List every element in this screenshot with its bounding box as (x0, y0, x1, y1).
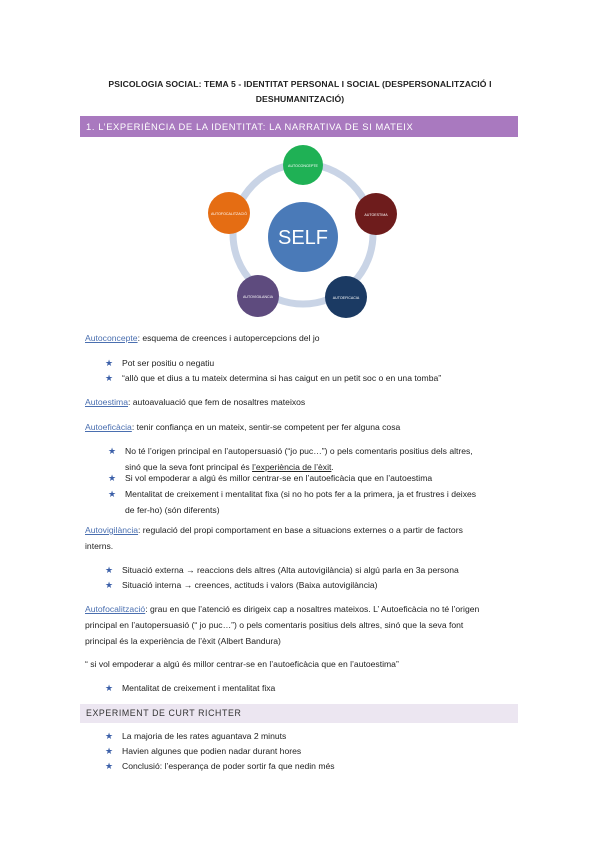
list-item: ★ No té l’origen principal en l’autopers… (108, 443, 520, 475)
autofocalitzacio-paragraph: Autofocalització: grau en que l’atenció … (85, 604, 480, 646)
star-bullet-icon: ★ (105, 565, 114, 575)
star-bullet-icon: ★ (105, 761, 114, 771)
star-bullet-icon: ★ (108, 446, 117, 456)
section-heading-1: 1. L’EXPERIÈNCIA DE LA IDENTITAT: LA NAR… (80, 116, 518, 137)
node-autoeficacia (325, 276, 367, 318)
node-autovigilancia-label: AUTOVIGILANCIA (243, 295, 274, 299)
node-autofocalitzacio (208, 192, 250, 234)
node-autofocalitzacio-label: AUTOFOCALITZACIÓ (211, 211, 247, 216)
star-bullet-icon: ★ (105, 373, 114, 383)
self-diagram: SELF AUTOCONCEPTE AUTOESTIMA AUTOEFICACI… (208, 145, 397, 318)
autovigilancia-paragraph: Autovigilància: regulació del propi comp… (85, 525, 463, 551)
node-autovigilancia (237, 275, 279, 317)
quote-paragraph: “ si vol empoderar a algú és millor cent… (85, 659, 399, 669)
star-bullet-icon: ★ (105, 358, 114, 368)
experiencia-exit-text: l’experiència de l’èxit (252, 462, 332, 472)
node-autoeficacia-label: AUTOEFICACIA (333, 296, 360, 300)
list-item: ★ Havien algunes que podien nadar durant… (105, 743, 505, 759)
document-title-line2: DESHUMANITZACIÓ) (255, 94, 345, 104)
autoeficacia-paragraph: Autoeficàcia: tenir confiança en un mate… (85, 419, 515, 435)
autovigilancia-term: Autovigilància (85, 525, 139, 535)
list-item: ★ Situació interna → creences, actituds … (105, 577, 520, 593)
node-autoconcepte-label: AUTOCONCEPTE (288, 164, 318, 168)
list-item: ★ Conclusió: l’esperança de poder sortir… (105, 758, 505, 774)
list-item: ★ La majoria de les rates aguantava 2 mi… (105, 728, 505, 744)
node-autoestima (355, 193, 397, 235)
node-autoestima-label: AUTOESTIMA (364, 213, 388, 217)
diagram-center-circle (268, 202, 338, 272)
autoconcepte-term: Autoconcepte (85, 333, 138, 343)
autoconcepte-definition: : esquema de creences i autopercepcions … (137, 333, 320, 343)
star-bullet-icon: ★ (105, 580, 114, 590)
star-bullet-icon: ★ (108, 473, 117, 483)
document-title-line1: PSICOLOGIA SOCIAL: TEMA 5 - IDENTITAT PE… (108, 79, 492, 89)
star-bullet-icon: ★ (105, 683, 114, 693)
autoestima-definition: : autoavaluació que fem de nosaltres mat… (128, 397, 306, 407)
list-item: ★ Mentalitat de creixement i mentalitat … (105, 680, 505, 696)
section-heading-2: EXPERIMENT DE CURT RICHTER (80, 704, 518, 723)
list-item: ★ Pot ser positiu o negatiu (105, 355, 505, 371)
node-autoconcepte (283, 145, 323, 185)
star-bullet-icon: ★ (108, 489, 117, 499)
list-item: ★ Situació externa → reaccions dels altr… (105, 562, 520, 578)
autoestima-term: Autoestima (85, 397, 128, 407)
autoestima-paragraph: Autoestima: autoavaluació que fem de nos… (85, 394, 515, 410)
autofocalitzacio-term: Autofocalització (85, 604, 146, 614)
autoeficacia-term: Autoeficàcia (85, 422, 132, 432)
star-bullet-icon: ★ (105, 731, 114, 741)
star-bullet-icon: ★ (105, 746, 114, 756)
diagram-center-label: SELF (278, 227, 328, 249)
list-item: ★ Si vol empoderar a algú és millor cent… (108, 470, 520, 486)
autoconcepte-paragraph: Autoconcepte: esquema de creences i auto… (85, 330, 515, 346)
list-item: ★ Mentalitat de creixement i mentalitat … (108, 486, 520, 518)
list-item: ★ “allò que et dius a tu mateix determin… (105, 370, 525, 386)
document-title: PSICOLOGIA SOCIAL: TEMA 5 - IDENTITAT PE… (95, 77, 505, 107)
autoeficacia-definition: : tenir confiança en un mateix, sentir-s… (131, 422, 401, 432)
